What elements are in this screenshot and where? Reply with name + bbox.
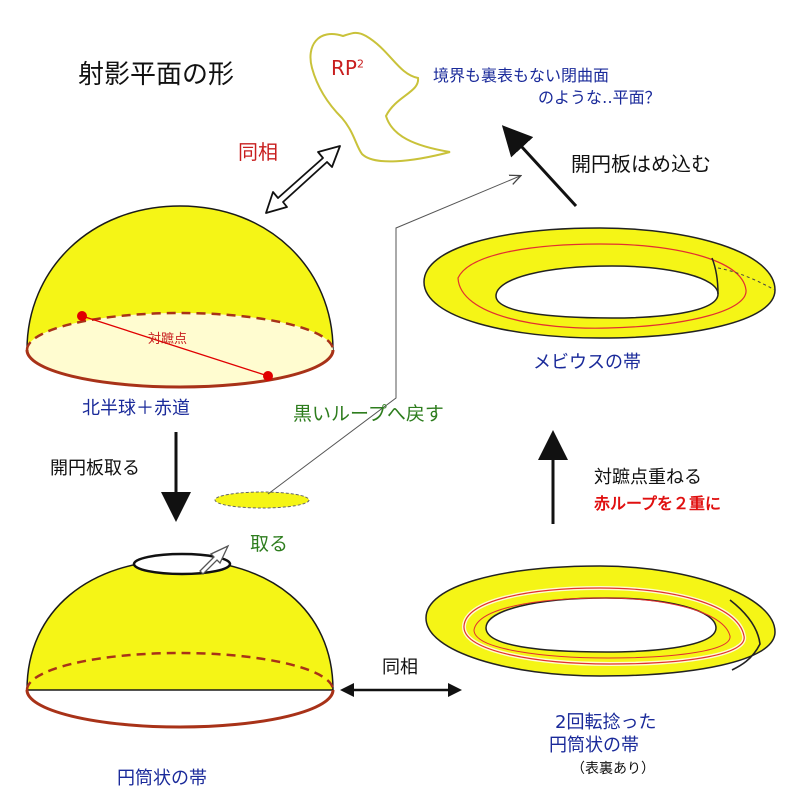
moebius-band-label: メビウスの帯 [533, 352, 641, 373]
page-title: 射影平面の形 [78, 60, 235, 90]
double-twisted-label-line2: 円筒状の帯 [549, 735, 639, 756]
homeomorphic-label-top: 同相 [238, 140, 278, 164]
insert-disk-label: 開円板はめ込む [571, 152, 711, 176]
rp2-exponent: 2 [356, 57, 364, 71]
north-hemisphere-figure [25, 205, 335, 389]
antipodal-point [77, 311, 87, 321]
homeomorphic-double-arrow-bottom [340, 683, 462, 697]
rp2-description-line2: のような‥平面？ [538, 88, 661, 107]
remove-label: 取る [250, 533, 289, 555]
return-loop-path [267, 176, 520, 495]
north-hemisphere-label: 北半球＋赤道 [82, 398, 190, 419]
rp2-base: RP [331, 56, 357, 80]
return-loop-label: 黒いループへ戻す [293, 403, 444, 425]
cylinder-band-label: 円筒状の帯 [117, 768, 207, 789]
remove-hollow-arrow [199, 544, 230, 575]
remove-open-disk-label: 開円板取る [50, 458, 140, 479]
double-twisted-band-figure [425, 565, 776, 677]
homeomorphic-label-bottom: 同相 [382, 657, 418, 678]
has-two-sides-label: （表裏あり） [571, 761, 655, 777]
double-twisted-label-line1: 2回転捻った [555, 712, 657, 733]
overlap-antipodal-label: 対蹠点重ねる [594, 467, 702, 488]
rp2-blob-shape [309, 31, 451, 163]
cylinder-band-figure [25, 552, 335, 729]
double-red-loop-label: 赤ループを２重に [594, 494, 722, 513]
insert-disk-arrow [501, 125, 578, 208]
rp2-description-line1: 境界も裏表もない閉曲面 [433, 66, 610, 85]
antipodal-points-label: 対蹠点 [148, 332, 188, 347]
moebius-band-figure [423, 227, 776, 339]
removed-disk [214, 491, 310, 509]
rp2-label: RP2 [331, 56, 364, 80]
homeomorphic-double-arrow-top [265, 145, 341, 214]
antipodal-point [263, 371, 273, 381]
